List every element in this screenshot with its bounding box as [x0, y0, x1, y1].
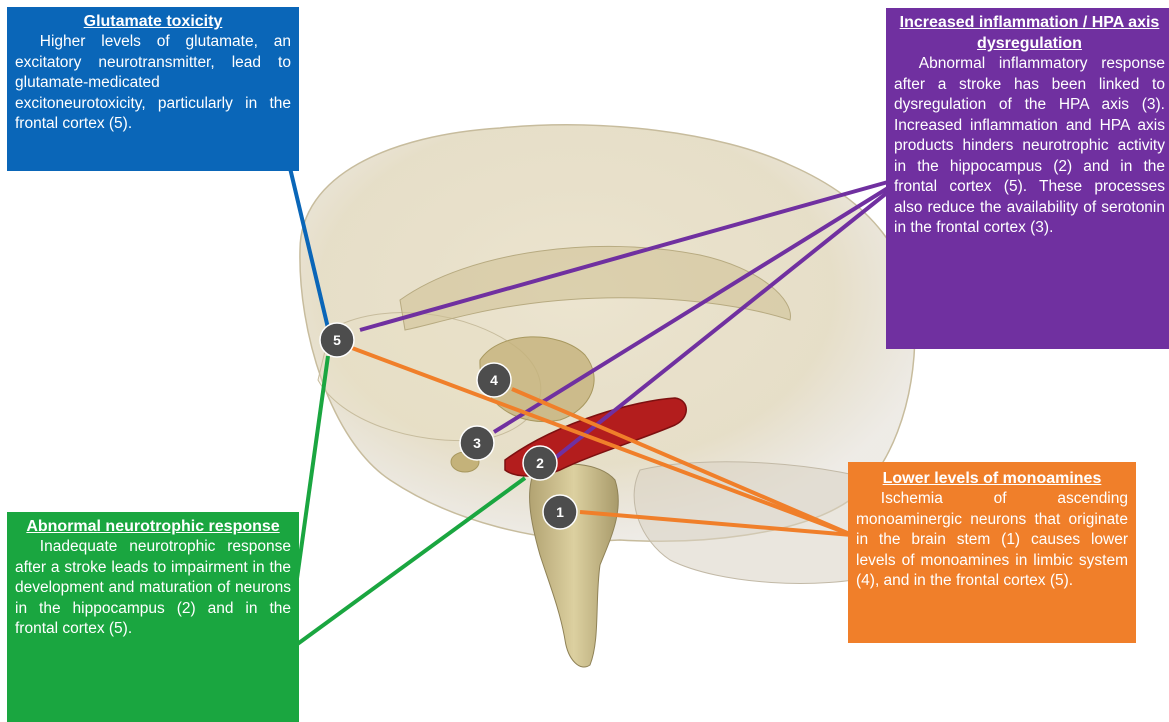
svg-text:3: 3	[473, 435, 481, 451]
marker-5: 5	[320, 323, 354, 357]
svg-text:5: 5	[333, 332, 341, 348]
inflammation-title: Increased inflammation / HPA axis dysreg…	[894, 12, 1165, 54]
neurotrophic-title: Abnormal neurotrophic response	[15, 516, 291, 537]
neurotrophic-box: Abnormal neurotrophic response Inadequat…	[7, 512, 299, 722]
glutamate-toxicity-text: Higher levels of glutamate, an excitator…	[15, 32, 291, 135]
marker-3: 3	[460, 426, 494, 460]
monoamines-box: Lower levels of monoamines Ischemia of a…	[848, 462, 1136, 643]
glutamate-toxicity-title: Glutamate toxicity	[15, 11, 291, 32]
neurotrophic-text: Inadequate neurotrophic response after a…	[15, 537, 291, 640]
marker-4: 4	[477, 363, 511, 397]
svg-text:4: 4	[490, 372, 498, 388]
monoamines-title: Lower levels of monoamines	[856, 468, 1128, 489]
inflammation-text: Abnormal inflammatory response after a s…	[894, 54, 1165, 239]
brainstem	[530, 464, 619, 667]
marker-1: 1	[543, 495, 577, 529]
glutamate-toxicity-box: Glutamate toxicity Higher levels of glut…	[7, 7, 299, 171]
svg-text:1: 1	[556, 504, 564, 520]
monoamines-text: Ischemia of ascending monoaminergic neur…	[856, 489, 1128, 592]
marker-2: 2	[523, 446, 557, 480]
svg-text:2: 2	[536, 455, 544, 471]
connector-neurotrophic-2	[292, 478, 525, 648]
inflammation-box: Increased inflammation / HPA axis dysreg…	[886, 8, 1169, 349]
